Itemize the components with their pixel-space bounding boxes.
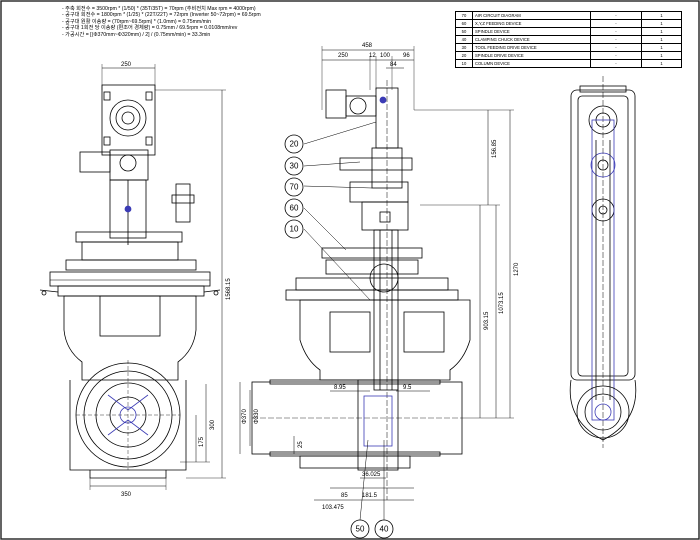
dim-label: 96: [403, 53, 410, 59]
dim-label: 36.025: [362, 472, 381, 478]
dim-label: 103.475: [322, 505, 344, 511]
dim-label: 250: [338, 53, 349, 59]
dim-label: 25: [298, 441, 304, 448]
note-line: - 공구대 원활 이송량 = (70rpm~69.5rpm) * (1.0mm)…: [62, 18, 212, 25]
dim-label: 350: [121, 492, 132, 498]
callout-label: 10: [290, 225, 299, 234]
callout-60: 60: [284, 198, 304, 218]
note-line: - 가공시간 = [(Φ370mm~Φ320mm) / 2] / (0.75mm…: [62, 31, 211, 38]
dim-label: 85: [341, 493, 348, 499]
dim-label: 8.95: [334, 385, 346, 391]
callout-label: 60: [290, 204, 299, 213]
side-view: [239, 46, 514, 521]
spec-notes: - 주축 회전수 = 3500rpm * (1/50) * (35T/35T) …: [62, 6, 290, 38]
dim-label: 1270: [514, 262, 520, 276]
callout-70: 70: [284, 177, 304, 197]
dim-label: Φ370: [242, 409, 248, 424]
dim-label: 1568.15: [226, 278, 232, 300]
note-line: - 공구대 회전수 = 1800rpm * (1/25) * (22T/22T)…: [62, 12, 261, 19]
callout-label: 70: [290, 183, 299, 192]
dim-label: 100: [380, 53, 391, 59]
dim-label: 84: [390, 62, 397, 68]
note-line: - 주축 회전수 = 3500rpm * (1/50) * (35T/35T) …: [62, 6, 256, 12]
callout-label: 20: [290, 140, 299, 149]
callout-label: 30: [290, 162, 299, 171]
dim-label: 9.5: [403, 385, 412, 391]
dim-label: 175: [199, 436, 205, 447]
dim-label: 1073.15: [499, 292, 505, 314]
callout-10: 10: [284, 219, 304, 239]
callout-30: 30: [284, 156, 304, 176]
part-qty: 1: [641, 59, 682, 68]
dim-label: Φ330: [254, 409, 260, 424]
dim-label: 156.85: [492, 139, 498, 158]
dim-label: 300: [210, 419, 216, 430]
note-line: - 공구대 1회전 당 이송량 (편조어 경체량) = 0.75mm / 69.…: [62, 25, 238, 32]
callout-20: 20: [284, 134, 304, 154]
callout-40: 40: [374, 519, 394, 539]
callout-label: 40: [380, 525, 389, 534]
callout-50: 50: [350, 519, 370, 539]
dim-label: 12: [369, 53, 376, 59]
dim-label: 458: [362, 43, 373, 49]
dim-label: 250: [121, 62, 132, 68]
dim-label: 903.15: [484, 311, 490, 330]
dim-label: 181.5: [362, 493, 378, 499]
callout-label: 50: [356, 525, 365, 534]
front-view: [39, 64, 226, 490]
right-view: [569, 76, 637, 448]
